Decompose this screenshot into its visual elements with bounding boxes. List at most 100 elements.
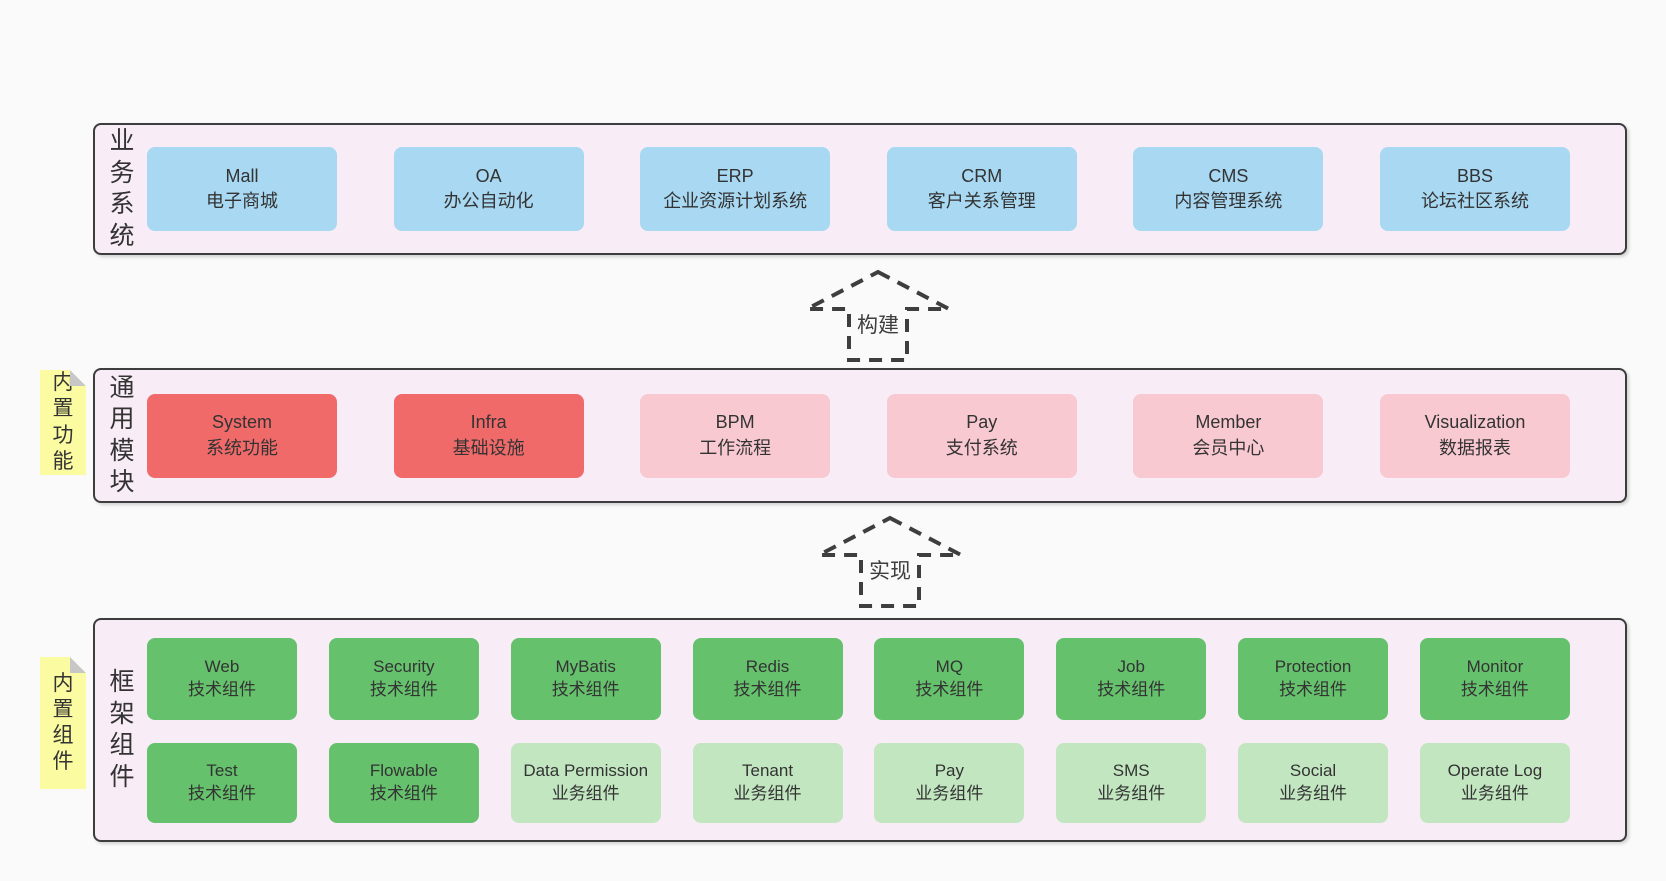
- box-title: Visualization: [1424, 412, 1526, 433]
- box-subtitle: 技术组件: [1279, 679, 1348, 699]
- box-flowable: Flowable 技术组件: [328, 742, 479, 823]
- box-title: Tenant: [742, 761, 794, 781]
- arrow-label-backdrop: [853, 312, 903, 337]
- box-title: SMS: [1112, 761, 1150, 781]
- box-subtitle: 内容管理系统: [1174, 191, 1283, 211]
- box-infra: Infra 基础设施: [393, 393, 584, 478]
- box-subtitle: 技术组件: [369, 679, 438, 699]
- box-subtitle: 会员中心: [1192, 437, 1265, 458]
- box-subtitle: 工作流程: [699, 437, 772, 458]
- box-pay-component: Pay 业务组件: [874, 742, 1025, 823]
- box-subtitle: 业务组件: [551, 783, 620, 803]
- arrow-implement-label: 实现: [869, 560, 911, 583]
- box-sms: SMS 业务组件: [1056, 742, 1207, 823]
- box-subtitle: 技术组件: [369, 783, 438, 803]
- band-common-modules: 通用模块 System 系统功能 Infra 基础设施 BPM 工作流程 Pay…: [93, 368, 1627, 503]
- component-boxes-grid: Web 技术组件 Security 技术组件 MyBatis 技术组件 Redi…: [137, 637, 1625, 823]
- box-subtitle: 基础设施: [452, 437, 525, 458]
- box-mq: MQ 技术组件: [874, 637, 1025, 720]
- box-mybatis: MyBatis 技术组件: [510, 637, 661, 720]
- up-arrow-implement: 实现: [818, 515, 962, 608]
- box-title: OA: [475, 165, 502, 186]
- box-test: Test 技术组件: [147, 742, 297, 823]
- business-boxes: Mall 电子商城 OA 办公自动化 ERP 企业资源计划系统 CRM 客户关系…: [137, 147, 1625, 231]
- box-subtitle: 业务组件: [1279, 783, 1348, 803]
- box-subtitle: 支付系统: [945, 437, 1018, 458]
- box-crm: CRM 客户关系管理: [886, 147, 1077, 231]
- arrow-build-label: 构建: [857, 314, 899, 337]
- box-subtitle: 技术组件: [915, 679, 984, 699]
- box-subtitle: 系统功能: [206, 437, 278, 458]
- box-title: Test: [206, 761, 238, 781]
- module-boxes: System 系统功能 Infra 基础设施 BPM 工作流程 Pay 支付系统…: [137, 393, 1625, 478]
- box-subtitle: 业务组件: [1460, 783, 1529, 803]
- box-title: MQ: [935, 657, 964, 677]
- box-redis: Redis 技术组件: [692, 637, 843, 720]
- box-subtitle: 业务组件: [915, 783, 984, 803]
- box-title: Infra: [470, 412, 507, 433]
- box-erp: ERP 企业资源计划系统: [640, 147, 831, 231]
- box-tenant: Tenant 业务组件: [692, 742, 843, 823]
- box-title: Mall: [225, 165, 259, 186]
- box-title: Web: [204, 657, 240, 677]
- box-oa: OA 办公自动化: [393, 147, 584, 231]
- box-subtitle: 客户关系管理: [927, 191, 1036, 211]
- band-modules-label: 通用模块: [109, 373, 135, 497]
- box-title: Security: [373, 657, 435, 677]
- sticky-note-builtin-functions: 内置功能: [40, 370, 86, 475]
- box-subtitle: 技术组件: [1460, 679, 1529, 699]
- box-social: Social 业务组件: [1238, 742, 1389, 823]
- box-pay-module: Pay 支付系统: [886, 393, 1077, 478]
- box-subtitle: 业务组件: [733, 783, 802, 803]
- band-components-label: 框架组件: [109, 668, 135, 791]
- sticky-note-text: 内置功能: [52, 371, 74, 473]
- box-subtitle: 技术组件: [1097, 679, 1166, 699]
- box-member: Member 会员中心: [1133, 393, 1324, 478]
- box-title: Pay: [934, 761, 965, 781]
- box-protection: Protection 技术组件: [1238, 637, 1389, 720]
- box-title: Member: [1195, 412, 1262, 433]
- sticky-note-builtin-components: 内置组件: [40, 657, 86, 789]
- sticky-fold-corner-icon: [70, 657, 86, 673]
- box-cms: CMS 内容管理系统: [1133, 147, 1324, 231]
- box-job: Job 技术组件: [1056, 637, 1207, 720]
- box-operate-log: Operate Log 业务组件: [1419, 742, 1570, 823]
- sticky-fold-corner-icon: [70, 370, 86, 386]
- box-system: System 系统功能: [147, 393, 337, 478]
- box-bbs: BBS 论坛社区系统: [1379, 147, 1570, 231]
- band-framework-components: 框架组件 Web 技术组件 Security 技术组件 MyBatis 技术组件…: [93, 618, 1627, 842]
- box-subtitle: 企业资源计划系统: [663, 191, 808, 211]
- box-bpm: BPM 工作流程: [640, 393, 831, 478]
- box-visualization: Visualization 数据报表: [1379, 393, 1570, 478]
- box-subtitle: 技术组件: [188, 679, 256, 699]
- box-title: Job: [1117, 657, 1145, 677]
- box-subtitle: 办公自动化: [443, 191, 534, 211]
- box-title: BPM: [715, 412, 755, 433]
- box-title: CMS: [1208, 165, 1249, 186]
- box-title: System: [211, 412, 272, 433]
- box-subtitle: 论坛社区系统: [1420, 191, 1529, 211]
- box-monitor: Monitor 技术组件: [1419, 637, 1570, 720]
- box-subtitle: 技术组件: [733, 679, 802, 699]
- arrow-label-backdrop: [865, 558, 915, 583]
- box-title: Monitor: [1466, 657, 1524, 677]
- box-subtitle: 技术组件: [551, 679, 620, 699]
- box-security: Security 技术组件: [328, 637, 479, 720]
- box-title: ERP: [716, 165, 754, 186]
- box-title: Protection: [1274, 657, 1352, 677]
- box-web: Web 技术组件: [147, 637, 297, 720]
- band-business-label: 业务系统: [109, 127, 135, 250]
- box-title: Pay: [966, 412, 998, 433]
- box-title: BBS: [1456, 165, 1493, 186]
- box-mall: Mall 电子商城: [147, 147, 337, 231]
- box-subtitle: 数据报表: [1438, 437, 1511, 458]
- up-arrow-build: 构建: [806, 269, 950, 362]
- box-title: Data Permission: [523, 761, 649, 781]
- box-subtitle: 业务组件: [1097, 783, 1166, 803]
- box-title: Operate Log: [1447, 761, 1543, 781]
- box-title: CRM: [961, 165, 1003, 186]
- box-title: Flowable: [369, 761, 438, 781]
- box-subtitle: 技术组件: [188, 783, 256, 803]
- box-title: Social: [1289, 761, 1337, 781]
- box-title: MyBatis: [555, 657, 616, 677]
